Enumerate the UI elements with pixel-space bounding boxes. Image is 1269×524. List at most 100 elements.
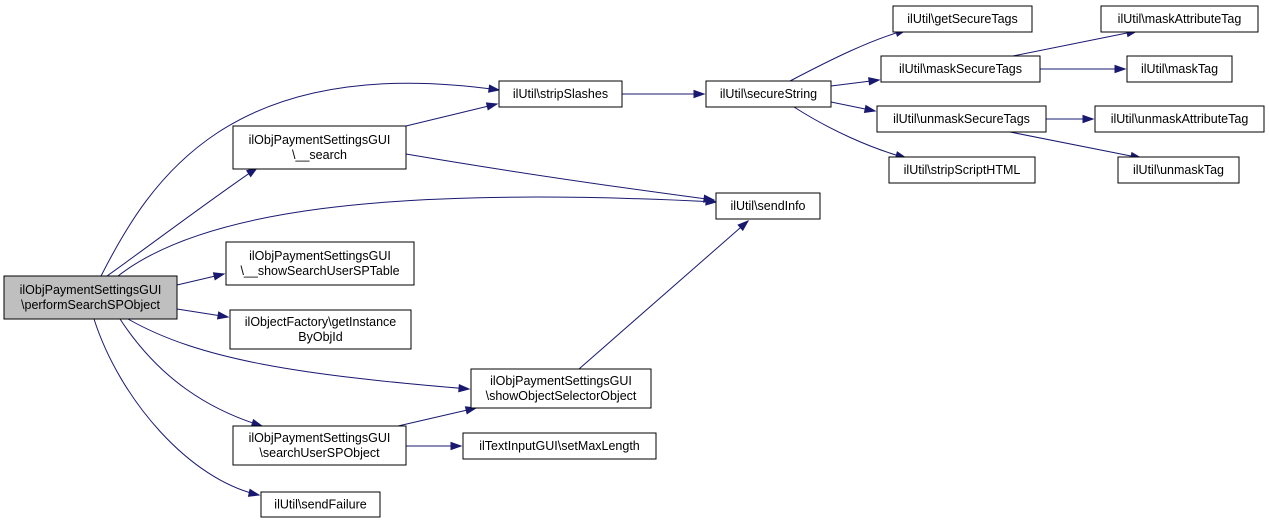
node-label-line: ByObjId xyxy=(298,330,343,344)
node-label-line: \showObjectSelectorObject xyxy=(486,389,637,403)
edge-line xyxy=(578,220,749,370)
edge-search-to-stripslashes xyxy=(405,102,499,127)
node-label-line: \__search xyxy=(292,148,347,162)
edge-arrowhead xyxy=(488,84,501,93)
edge-line xyxy=(789,29,907,82)
node-box xyxy=(1100,5,1259,33)
node-searchuser[interactable]: ilObjPaymentSettingsGUI\searchUserSPObje… xyxy=(232,425,407,466)
node-box xyxy=(232,425,407,466)
node-label-line: ilUtil\getSecureTags xyxy=(907,12,1017,26)
edge-line xyxy=(793,106,907,159)
node-label-line: ilUtil\unmaskSecureTags xyxy=(893,112,1030,126)
node-stripslashes[interactable]: ilUtil\stripSlashes xyxy=(498,80,623,108)
edge-arrowhead xyxy=(863,104,877,114)
edge-perform-to-showtable xyxy=(176,272,226,286)
node-box xyxy=(715,192,821,220)
node-unmasktag[interactable]: ilUtil\unmaskTag xyxy=(1117,156,1240,184)
edge-arrowhead xyxy=(485,102,499,111)
edge-line xyxy=(117,196,717,277)
node-box xyxy=(225,241,415,286)
edge-arrowhead xyxy=(216,311,230,320)
node-label-line: ilUtil\unmaskTag xyxy=(1133,163,1224,177)
nodes-layer: ilObjPaymentSettingsGUI\performSearchSPO… xyxy=(3,5,1265,518)
edge-arrowhead xyxy=(247,488,261,497)
node-box xyxy=(229,309,412,350)
node-label-line: ilObjPaymentSettingsGUI xyxy=(249,133,391,147)
edge-arrowhead xyxy=(868,77,881,86)
edge-perform-to-sendfailure xyxy=(93,318,261,497)
edge-line xyxy=(93,318,260,496)
node-label-line: ilTextInputGUI\setMaxLength xyxy=(479,439,640,453)
node-label-line: \searchUserSPObject xyxy=(259,446,380,460)
node-search[interactable]: ilObjPaymentSettingsGUI\__search xyxy=(232,125,407,170)
edge-arrowhead xyxy=(458,383,471,393)
edge-line xyxy=(127,318,470,390)
node-setmaxlength[interactable]: ilTextInputGUI\setMaxLength xyxy=(462,432,657,460)
node-label-line: \performSearchSPObject xyxy=(21,298,160,312)
node-label-line: ilUtil\secureString xyxy=(720,87,817,101)
edges-layer xyxy=(93,28,1143,497)
node-unmasksecuretags[interactable]: ilUtil\unmaskSecureTags xyxy=(876,105,1047,133)
edge-unmasksecuretags-to-unmaskattributetag xyxy=(1046,114,1095,124)
node-box xyxy=(3,275,178,320)
edge-search-to-sendinfo xyxy=(405,153,716,203)
edge-perform-to-showselector xyxy=(127,318,471,393)
node-label-line: ilUtil\stripScriptHTML xyxy=(904,163,1021,177)
node-label-line: ilObjPaymentSettingsGUI xyxy=(20,283,162,297)
node-sendfailure[interactable]: ilUtil\sendFailure xyxy=(260,491,381,518)
node-stripscripthtml[interactable]: ilUtil\stripScriptHTML xyxy=(888,156,1036,184)
edge-line xyxy=(1012,30,1138,57)
node-box xyxy=(888,156,1036,184)
node-label-line: ilUtil\stripSlashes xyxy=(513,87,608,101)
node-masktag[interactable]: ilUtil\maskTag xyxy=(1126,55,1233,83)
edge-masksecuretags-to-maskattributetag xyxy=(1012,28,1139,57)
node-showtable[interactable]: ilObjPaymentSettingsGUI\__showSearchUser… xyxy=(225,241,415,286)
node-box xyxy=(1094,105,1265,133)
node-label-line: ilObjPaymentSettingsGUI xyxy=(249,431,391,445)
node-box xyxy=(462,432,657,460)
node-box xyxy=(1117,156,1240,184)
edge-arrowhead xyxy=(450,441,463,451)
edge-line xyxy=(100,82,500,277)
node-showselector[interactable]: ilObjPaymentSettingsGUI\showObjectSelect… xyxy=(470,368,652,409)
node-box xyxy=(876,105,1047,133)
node-label-line: ilUtil\sendInfo xyxy=(730,199,805,213)
node-box xyxy=(232,125,407,170)
node-unmaskattributetag[interactable]: ilUtil\unmaskAttributeTag xyxy=(1094,105,1265,133)
edge-masksecuretags-to-masktag xyxy=(1040,64,1127,74)
node-label-line: ilUtil\maskSecureTags xyxy=(899,62,1022,76)
edge-showselector-to-sendinfo xyxy=(578,220,750,370)
edge-perform-to-sendinfo xyxy=(117,196,718,277)
edge-arrowhead xyxy=(212,272,226,281)
node-box xyxy=(1126,55,1233,83)
node-label-line: \__showSearchUserSPTable xyxy=(240,264,399,278)
edge-line xyxy=(106,167,258,277)
edge-perform-to-getinstance xyxy=(176,308,230,320)
node-box xyxy=(498,80,623,108)
node-label-line: ilUtil\maskAttributeTag xyxy=(1118,12,1242,26)
edge-securestring-to-masksecuretags xyxy=(830,77,881,87)
edge-line xyxy=(397,407,477,427)
node-masksecuretags[interactable]: ilUtil\maskSecureTags xyxy=(880,55,1041,83)
edge-searchuser-to-setmaxlength xyxy=(406,441,463,451)
node-perform[interactable]: ilObjPaymentSettingsGUI\performSearchSPO… xyxy=(3,275,178,320)
node-getsecuretags[interactable]: ilUtil\getSecureTags xyxy=(892,5,1033,33)
edge-unmasksecuretags-to-unmasktag xyxy=(1009,131,1143,161)
node-box xyxy=(260,491,381,518)
edge-stripslashes-to-securestring xyxy=(622,89,706,99)
edge-arrowhead xyxy=(1082,114,1095,124)
node-sendinfo[interactable]: ilUtil\sendInfo xyxy=(715,192,821,220)
node-label-line: ilUtil\sendFailure xyxy=(274,498,366,512)
node-securestring[interactable]: ilUtil\secureString xyxy=(705,80,832,108)
edge-line xyxy=(119,318,263,427)
edge-arrowhead xyxy=(1114,64,1127,74)
edge-arrowhead xyxy=(703,194,716,203)
node-box xyxy=(705,80,832,108)
edge-arrowhead xyxy=(693,89,706,99)
node-maskattributetag[interactable]: ilUtil\maskAttributeTag xyxy=(1100,5,1259,33)
node-label-line: ilObjPaymentSettingsGUI xyxy=(249,249,391,263)
edge-line xyxy=(1009,131,1142,159)
